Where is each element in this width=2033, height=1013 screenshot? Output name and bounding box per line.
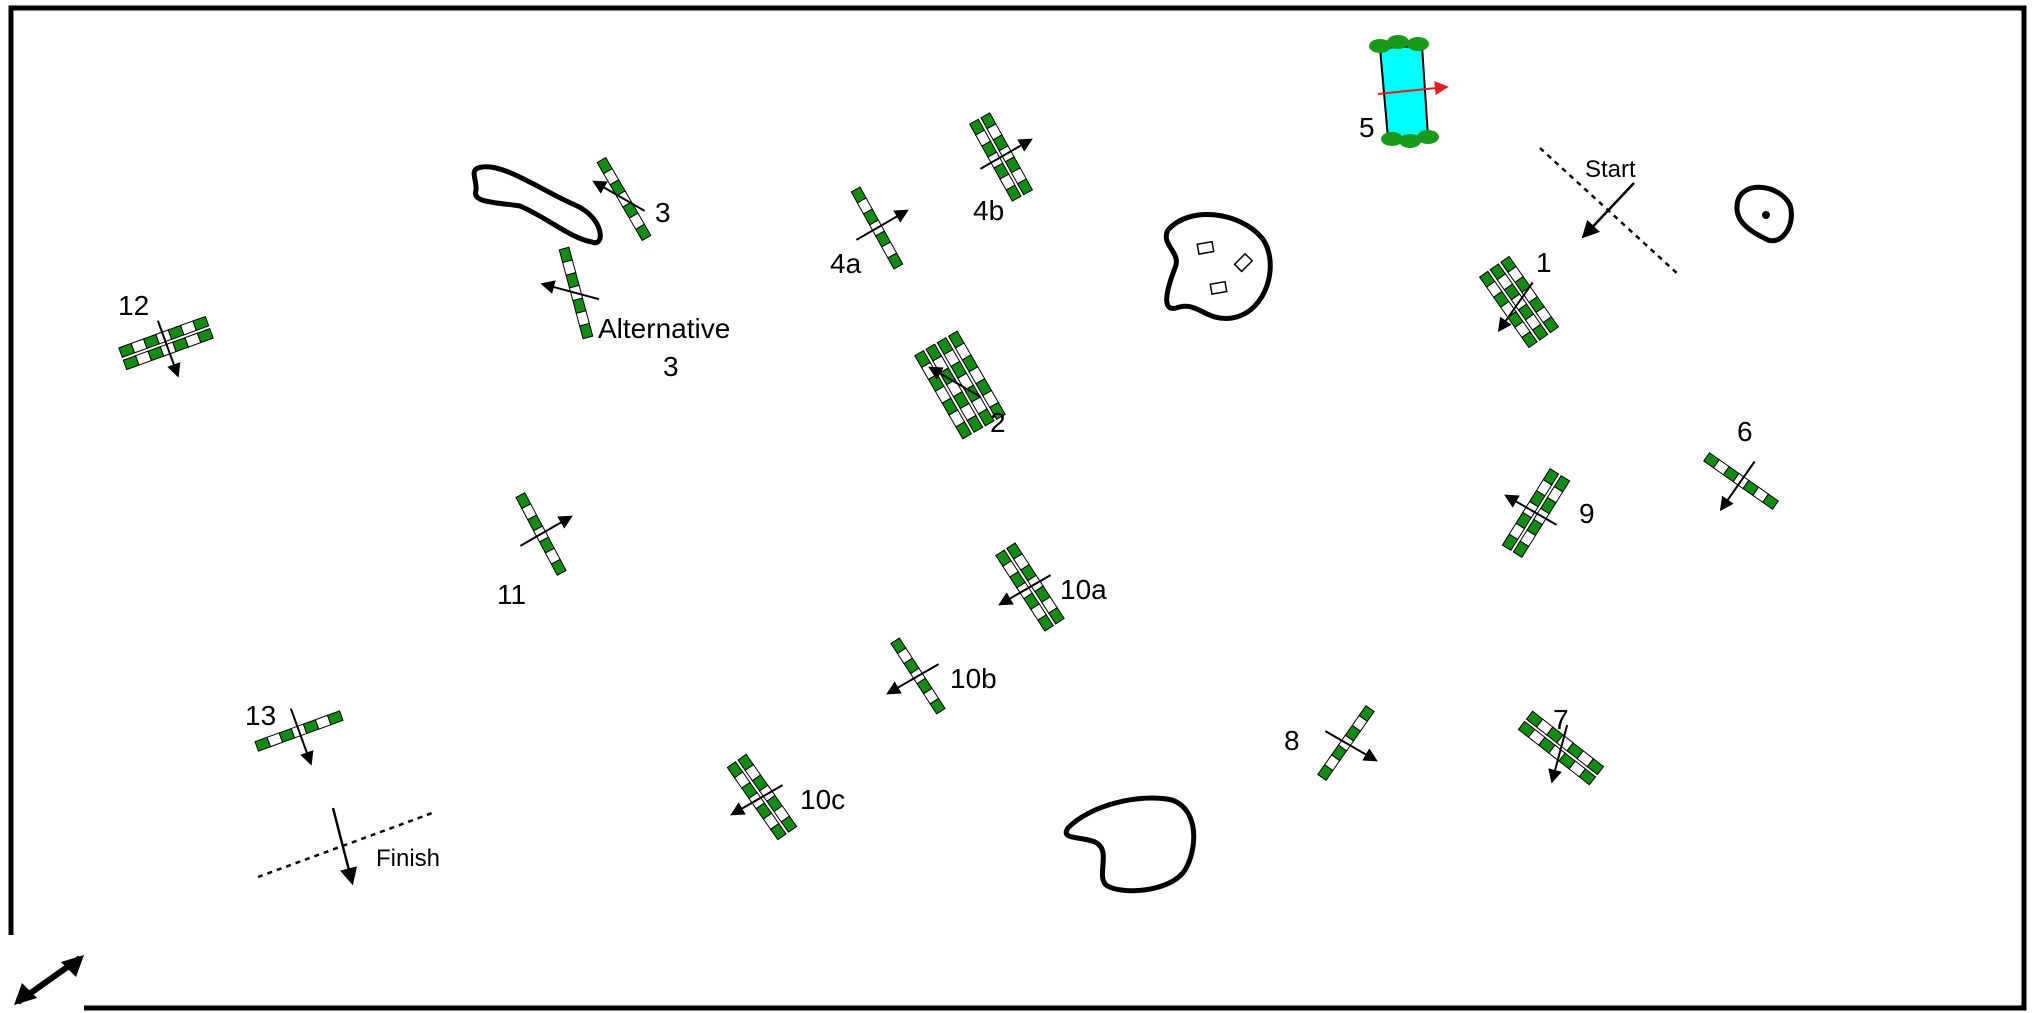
jump-11 bbox=[515, 492, 567, 576]
jump-13-direction-arrow bbox=[289, 708, 314, 766]
jump-3-direction-arrow bbox=[592, 180, 646, 212]
label-4a: 4a bbox=[830, 248, 862, 279]
pond-bottom bbox=[1063, 795, 1197, 894]
finish-label: Finish bbox=[376, 845, 440, 872]
jump-10b-direction-arrow bbox=[886, 663, 940, 695]
label-11: 11 bbox=[497, 579, 526, 610]
jump-12-direction-arrow bbox=[156, 320, 181, 378]
jump-6-direction-arrow bbox=[1719, 460, 1756, 512]
jump-2 bbox=[914, 330, 1006, 440]
jump-alt3 bbox=[558, 246, 594, 340]
jump-1-direction-arrow bbox=[1497, 281, 1534, 333]
pond-top-left bbox=[471, 164, 603, 246]
jump-alt3-direction-arrow bbox=[540, 280, 600, 301]
label-10a: 10a bbox=[1060, 574, 1107, 605]
label-3: 3 bbox=[655, 197, 671, 228]
label-1: 1 bbox=[1536, 247, 1552, 278]
jump-11-direction-arrow bbox=[519, 515, 573, 547]
label-4b: 4b bbox=[973, 195, 1004, 226]
finish-arrow bbox=[331, 807, 357, 886]
jump-9-direction-arrow bbox=[1504, 494, 1558, 526]
jump-8-direction-arrow bbox=[1324, 730, 1378, 762]
jump-10a bbox=[995, 542, 1065, 632]
finish-line bbox=[257, 810, 436, 879]
label-9: 9 bbox=[1579, 498, 1595, 529]
label-10b: 10b bbox=[950, 663, 997, 694]
jump-1 bbox=[1478, 255, 1560, 349]
arena-border bbox=[8, 5, 2027, 1011]
jump-layer bbox=[118, 112, 1779, 841]
label-6: 6 bbox=[1737, 416, 1753, 447]
start-label: Start bbox=[1585, 156, 1636, 183]
jump-7-direction-arrow bbox=[1548, 724, 1569, 784]
label-10c: 10c bbox=[800, 784, 845, 815]
start-line bbox=[1539, 147, 1681, 277]
jump-13 bbox=[254, 710, 344, 752]
jump-3 bbox=[596, 156, 652, 242]
flowerbed-with-stones bbox=[1163, 212, 1273, 321]
water-jump-5 bbox=[1369, 35, 1449, 148]
label-7: 7 bbox=[1553, 704, 1569, 735]
label-12: 12 bbox=[118, 290, 149, 321]
label-2: 2 bbox=[990, 407, 1006, 438]
jump-4b-direction-arrow bbox=[979, 138, 1033, 170]
jump-7 bbox=[1517, 710, 1605, 786]
label-8: 8 bbox=[1284, 725, 1300, 756]
jump-12 bbox=[118, 315, 214, 371]
jump-10a-direction-arrow bbox=[998, 574, 1052, 606]
label-5: 5 bbox=[1359, 112, 1375, 143]
jump-4b bbox=[968, 112, 1034, 202]
jump-4a bbox=[850, 186, 904, 270]
label-13: 13 bbox=[245, 700, 276, 731]
start-arrow bbox=[1581, 182, 1635, 239]
double-arrow-icon bbox=[14, 955, 84, 1005]
jump-4a-direction-arrow bbox=[855, 209, 909, 241]
tree-ring bbox=[1734, 184, 1794, 244]
jump-2-direction-arrow bbox=[928, 366, 982, 398]
jump-10c-direction-arrow bbox=[730, 784, 784, 816]
